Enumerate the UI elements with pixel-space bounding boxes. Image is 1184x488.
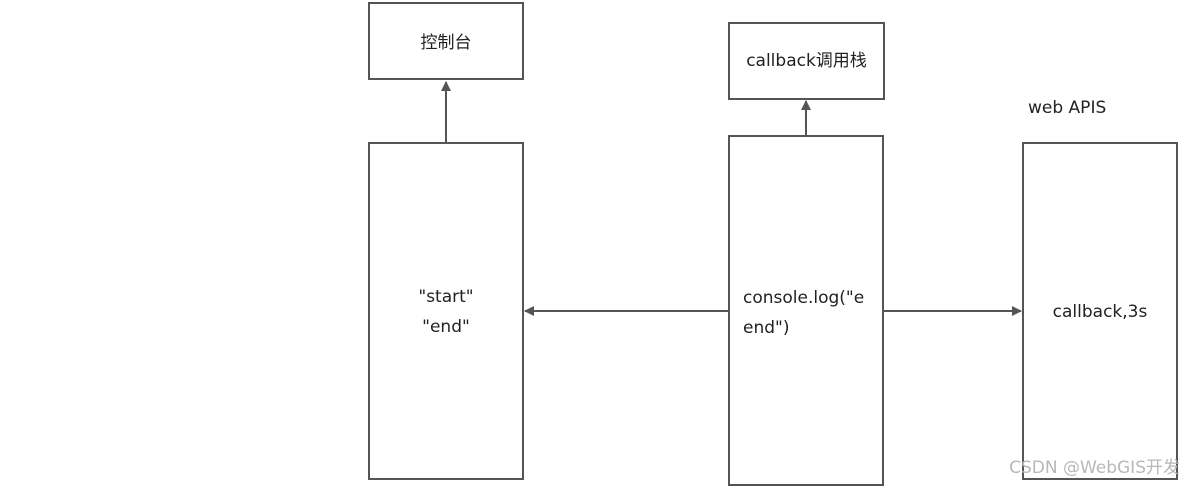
console-output-label: 控制台 (420, 33, 472, 53)
middle-stack-box: console.log("e end") (728, 135, 884, 486)
callback-stack-label: callback调用栈 (746, 51, 867, 71)
web-apis-callback-label: callback,3s (1052, 302, 1148, 322)
callback-stack-box: callback调用栈 (728, 22, 885, 100)
console-output-box: 控制台 (368, 2, 524, 80)
middle-stack-line-2: end") (743, 318, 790, 338)
web-apis-box: callback,3s (1022, 142, 1178, 480)
left-stack-box: "start" "end" (368, 142, 524, 480)
watermark-text: CSDN @WebGIS开发 (1009, 458, 1180, 478)
left-stack-line-start: "start" (418, 287, 474, 307)
web-apis-title: web APIS (1028, 98, 1107, 118)
middle-stack-line-1: console.log("e (743, 288, 865, 308)
left-stack-line-end: "end" (422, 317, 470, 337)
